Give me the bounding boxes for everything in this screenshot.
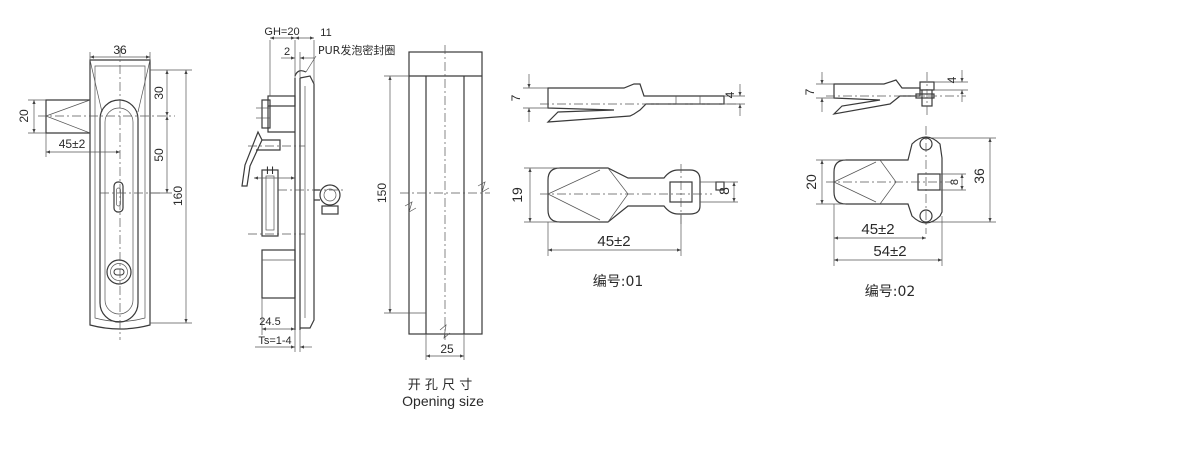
dim-20: 20 <box>17 109 31 123</box>
dim-30: 30 <box>152 86 166 100</box>
cam01-dim-7: 7 <box>509 94 523 101</box>
seal-label: PUR发泡密封圈 <box>318 43 395 57</box>
dim-11: 11 <box>320 27 331 39</box>
cam02-dim-54: 54±2 <box>873 243 906 260</box>
cam02-dim-36: 36 <box>971 168 987 184</box>
cam02-dim-20: 20 <box>803 174 819 190</box>
cam02-dim-4: 4 <box>945 76 959 83</box>
dim-160: 160 <box>171 186 185 206</box>
cam-02: 7 4 20 8 36 45±2 54± <box>803 70 996 300</box>
opening-view: 150 25 开 孔 尺 寸 Opening size <box>375 45 490 409</box>
dim-45-front: 45±2 <box>59 137 86 151</box>
dim-gh: GH=20 <box>264 26 299 38</box>
opening-caption-zh: 开 孔 尺 寸 <box>408 378 472 393</box>
cam01-caption: 编号:01 <box>593 274 644 290</box>
front-view: 36 160 30 50 20 45±2 <box>17 43 192 340</box>
dim-2: 2 <box>284 46 290 58</box>
cam01-dim-8: 8 <box>716 187 732 195</box>
cam02-dim-45: 45±2 <box>861 221 894 238</box>
cam02-caption: 编号:02 <box>865 284 916 300</box>
dim-ts: Ts=1-4 <box>258 335 291 347</box>
dim-150: 150 <box>375 183 389 203</box>
cam-01: 7 4 19 8 45±2 编号:01 <box>509 74 745 290</box>
cam02-dim-7: 7 <box>803 88 817 95</box>
dim-h: H <box>266 165 274 177</box>
dim-36: 36 <box>113 43 127 57</box>
cam02-dim-8: 8 <box>949 179 961 185</box>
side-view: GH=20 11 2 PUR发泡密封圈 H 24.5 Ts=1-4 <box>241 26 395 352</box>
cam01-dim-45: 45±2 <box>597 233 630 250</box>
dim-24-5: 24.5 <box>259 316 280 328</box>
dim-25: 25 <box>440 342 454 356</box>
opening-caption-en: Opening size <box>402 393 484 409</box>
cam01-dim-19: 19 <box>509 187 525 203</box>
dim-50: 50 <box>152 148 166 162</box>
cam01-dim-4: 4 <box>723 91 737 98</box>
